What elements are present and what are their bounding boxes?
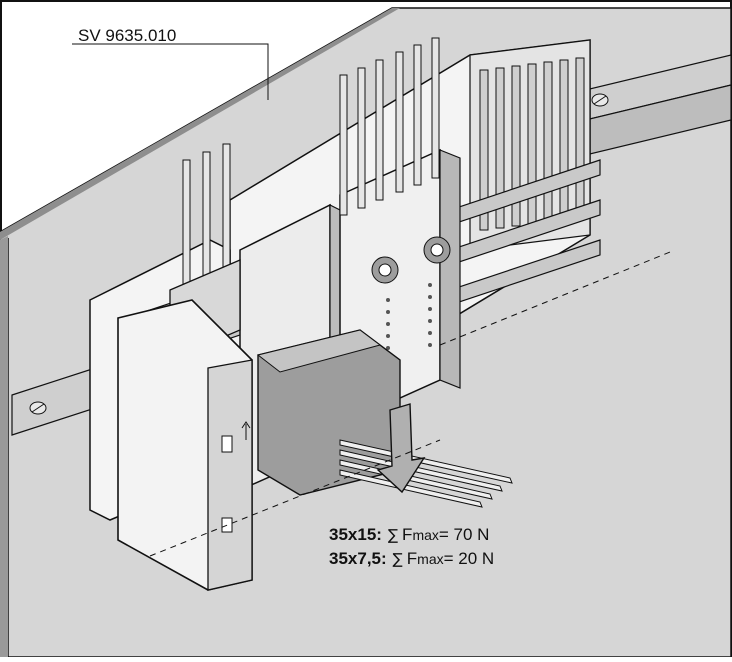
rail-size-label: 35x7,5: xyxy=(329,549,387,568)
force-value: = 70 N xyxy=(438,525,490,544)
reference-line-upper xyxy=(439,251,671,346)
force-subscript: max xyxy=(412,527,439,543)
force-subscript: max xyxy=(417,551,444,567)
panel-edge-shadow xyxy=(0,8,400,240)
device-up-arrow-icon xyxy=(241,421,251,440)
rail-size-label: 35x15: xyxy=(329,525,382,544)
conductor-rods-right xyxy=(339,37,440,216)
load-direction-arrow-icon xyxy=(376,403,426,494)
force-label: F xyxy=(406,549,418,568)
load-limit-35x15: 35x15: ∑Fmax= 70 N xyxy=(329,525,489,545)
terminal-holes xyxy=(386,283,432,362)
load-limit-35x7-5: 35x7,5: ∑Fmax= 20 N xyxy=(329,549,494,569)
device-slot-1 xyxy=(221,435,233,453)
part-number-leader xyxy=(72,43,269,100)
panel-left-edge xyxy=(0,236,8,657)
force-label: F xyxy=(402,525,413,544)
sum-symbol: ∑ xyxy=(387,526,399,544)
sum-symbol: ∑ xyxy=(392,550,403,568)
reference-line-lower xyxy=(149,439,441,557)
device-slot-2 xyxy=(221,517,233,533)
force-value: = 20 N xyxy=(443,549,495,568)
part-number-label: SV 9635.010 xyxy=(78,26,177,45)
